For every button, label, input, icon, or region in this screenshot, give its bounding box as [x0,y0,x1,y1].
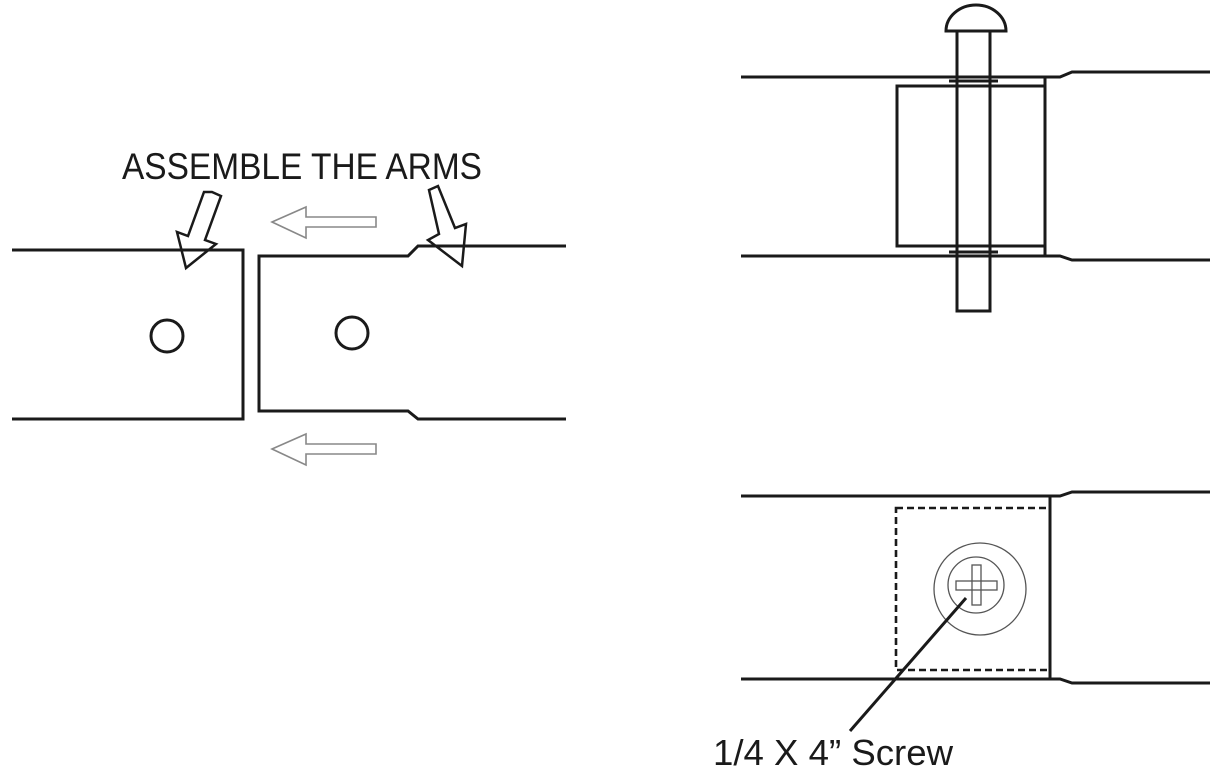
screw-size-label: 1/4 X 4” Screw [713,732,954,773]
arm-top-edge [741,490,1210,498]
left-arm-hole [149,318,185,354]
left-arm [12,248,245,421]
left-arrow-icon [270,205,377,240]
right-arm [257,244,566,421]
hollow-arrow-icon [175,190,223,271]
outer-arm-top-edge [741,70,1210,79]
right-arm-hole [334,315,370,351]
bolt-head [944,3,1008,33]
hidden-inner-arm-outline [894,506,1052,672]
arm-bottom-edge [741,677,1210,685]
top-view-assembled: 1/4 X 4” Screw [713,490,1210,773]
left-panel-arms-separated: ASSEMBLE THE ARMS [12,146,566,467]
phillips-screw-head-icon [933,542,1027,636]
left-arrow-icon [270,432,377,467]
assemble-the-arms-label: ASSEMBLE THE ARMS [122,146,482,187]
hollow-arrow-icon [425,184,468,269]
bolt-shank [955,29,992,313]
side-view-assembled [741,3,1210,313]
inner-arm-insert [895,84,1047,248]
outer-arm-bottom-edge [741,254,1210,262]
screw-leader-line [848,597,968,732]
